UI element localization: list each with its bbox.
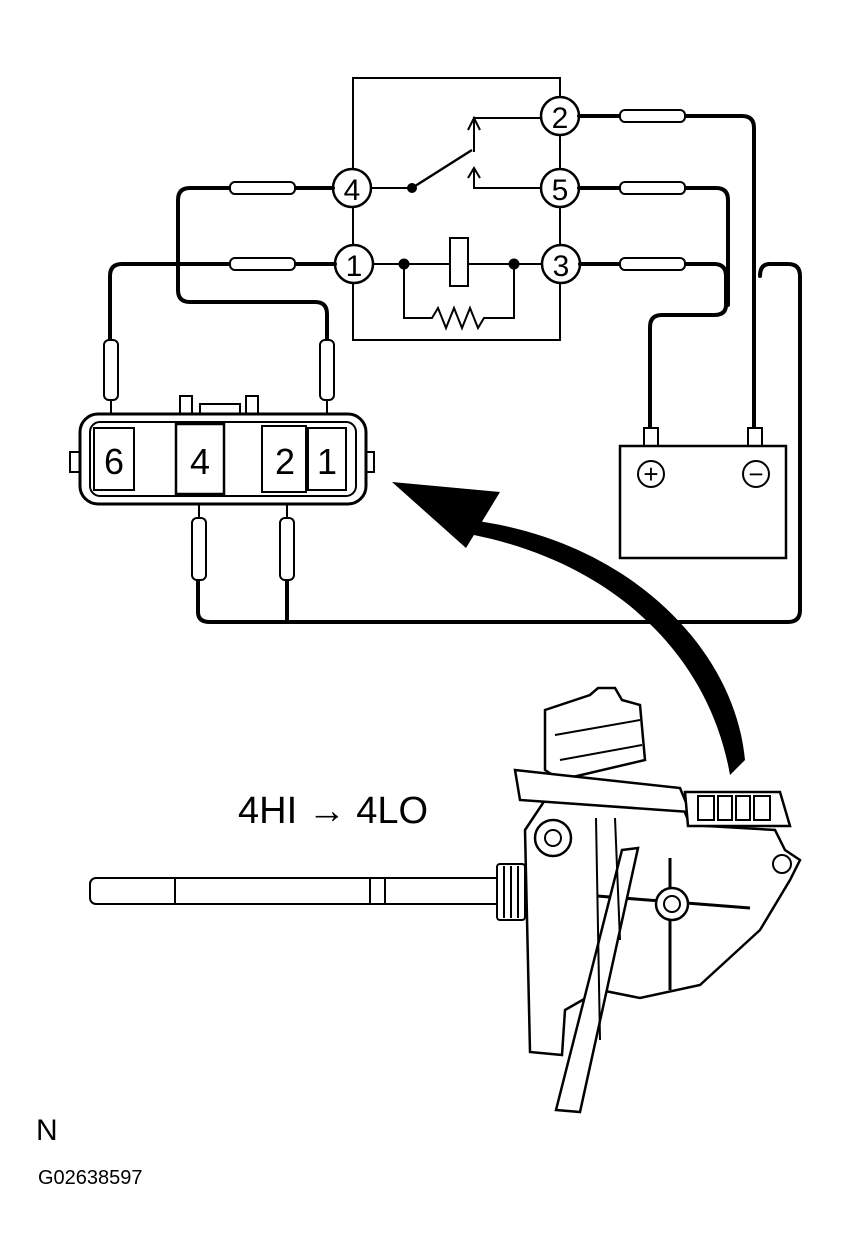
connector-pin-1: 1 xyxy=(317,441,337,482)
wire-return xyxy=(196,262,802,624)
wire-relay3-battery-pos xyxy=(578,262,728,432)
relay-switch-wire xyxy=(473,117,540,152)
svg-text:5: 5 xyxy=(552,174,569,207)
svg-text:1: 1 xyxy=(346,250,363,283)
relay-resistor xyxy=(403,264,515,331)
wire-relay5-right xyxy=(577,186,730,307)
wires xyxy=(108,114,802,624)
relay-terminals: 2 4 5 1 3 xyxy=(331,95,582,285)
relay-terminal-2: 2 xyxy=(539,95,581,137)
connector: 6 4 2 1 xyxy=(69,395,375,506)
wire-relay1-pin6 xyxy=(108,262,337,342)
transfer-actuator xyxy=(89,686,802,1114)
relay-switch-blade xyxy=(411,148,473,190)
relay-terminal-4: 4 xyxy=(331,167,373,209)
mode-label: 4HI → 4LO xyxy=(238,790,428,832)
relay-terminal-5: 5 xyxy=(539,167,581,209)
svg-text:2: 2 xyxy=(552,102,569,135)
relay-coil xyxy=(449,237,469,287)
battery-positive-terminal: + xyxy=(643,459,658,489)
curved-arrow xyxy=(392,482,745,775)
relay-terminal-3: 3 xyxy=(540,243,582,285)
wire-relay2-battery-neg xyxy=(577,114,756,432)
svg-text:4: 4 xyxy=(344,174,361,207)
wire-relay4-pin1 xyxy=(176,186,335,342)
connector-pin-2: 2 xyxy=(275,441,295,482)
connector-pin-4: 4 xyxy=(190,441,210,482)
battery: + − xyxy=(618,427,788,560)
view-label: N xyxy=(36,1114,58,1147)
relay-terminal-1: 1 xyxy=(333,243,375,285)
wire-sleeves xyxy=(103,109,686,581)
svg-text:3: 3 xyxy=(553,250,570,283)
connector-pin-6: 6 xyxy=(104,441,124,482)
battery-negative-terminal: − xyxy=(748,459,763,489)
relay xyxy=(352,77,561,341)
figure-code: G02638597 xyxy=(38,1167,143,1189)
